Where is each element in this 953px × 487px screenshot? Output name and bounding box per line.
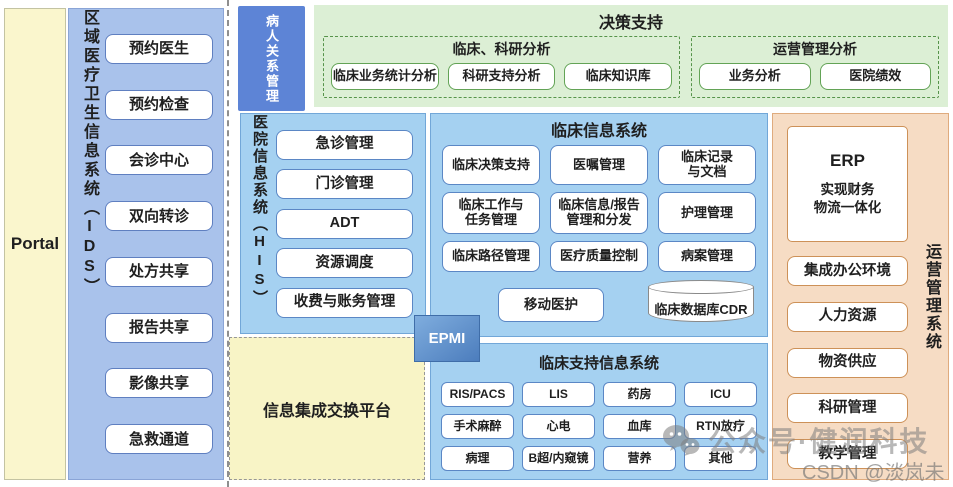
- cylinder-top: [648, 280, 754, 294]
- integration-platform-panel: 信息集成交换平台: [229, 337, 425, 480]
- button-consult-center[interactable]: 会诊中心: [105, 145, 213, 176]
- patient-relationship-title: 病人关系管理: [264, 13, 279, 104]
- his-button-column: 急诊管理 门诊管理 ADT 资源调度 收费与账务管理: [270, 114, 425, 333]
- button-resource-scheduling[interactable]: 资源调度: [276, 248, 413, 278]
- operation-analysis-group: 运营管理分析 业务分析 医院绩效: [691, 36, 939, 98]
- button-emergency-channel[interactable]: 急救通道: [105, 424, 213, 455]
- button-research-mgmt[interactable]: 科研管理: [787, 393, 908, 424]
- clinical-support-grid: RIS/PACS LIS 药房 ICU 手术麻醉 心电 血库 RTN放疗 病理 …: [441, 382, 757, 471]
- button-billing-accounting[interactable]: 收费与账务管理: [276, 287, 413, 318]
- ids-title: 区域医疗卫生信息系统（IDS）: [81, 9, 98, 297]
- button-order-mgmt[interactable]: 医嘱管理: [550, 145, 648, 185]
- his-panel: 医院信息系统（HIS） 急诊管理 门诊管理 ADT 资源调度 收费与账务管理: [240, 113, 426, 334]
- button-outpatient-mgmt[interactable]: 门诊管理: [276, 169, 413, 199]
- button-surgery-anesthesia[interactable]: 手术麻醉: [441, 414, 514, 439]
- operations-button-column: 集成办公环境 人力资源 物资供应 科研管理 教学管理: [787, 256, 908, 469]
- button-adt[interactable]: ADT: [276, 208, 413, 239]
- clinical-info-system-title: 临床信息系统: [550, 123, 647, 140]
- clinical-support-panel: 临床支持信息系统 RIS/PACS LIS 药房 ICU 手术麻醉 心电 血库 …: [430, 343, 768, 480]
- button-research-support-analysis[interactable]: 科研支持分析: [447, 63, 556, 90]
- integration-platform-title: 信息集成交换平台: [262, 402, 391, 420]
- clinical-info-bottom-row: 移动医护 临床数据库CDR: [442, 280, 756, 322]
- patient-relationship-panel: 病人关系管理: [238, 6, 305, 111]
- button-ris-pacs[interactable]: RIS/PACS: [441, 382, 514, 407]
- clinical-info-grid: 临床决策支持 医嘱管理 临床记录 与文档 临床工作与 任务管理 临床信息/报告 …: [442, 145, 756, 272]
- button-clinical-work-task-mgmt[interactable]: 临床工作与 任务管理: [442, 192, 540, 234]
- clinical-research-analysis-title: 临床、科研分析: [452, 41, 551, 57]
- button-icu[interactable]: ICU: [684, 382, 757, 407]
- cdr-label: 临床数据库CDR: [654, 302, 748, 317]
- portal-label: Portal: [10, 234, 60, 253]
- ids-panel: 区域医疗卫生信息系统（IDS） 预约医生 预约检查 会诊中心 双向转诊 处方共享…: [68, 8, 224, 480]
- operation-analysis-title: 运营管理分析: [773, 41, 857, 57]
- button-human-resources[interactable]: 人力资源: [787, 301, 908, 332]
- button-material-supply[interactable]: 物资供应: [787, 347, 908, 378]
- button-clinical-info-report-dispatch[interactable]: 临床信息/报告 管理和分发: [550, 192, 648, 234]
- button-mobile-care[interactable]: 移动医护: [498, 288, 604, 322]
- button-hospital-performance[interactable]: 医院绩效: [819, 63, 932, 90]
- button-ultrasound-endoscope[interactable]: B超/内窥镜: [522, 446, 595, 471]
- button-teaching-mgmt[interactable]: 教学管理: [787, 439, 908, 469]
- clinical-info-system-panel: 临床信息系统 临床决策支持 医嘱管理 临床记录 与文档 临床工作与 任务管理 临…: [430, 113, 768, 337]
- button-medical-quality-control[interactable]: 医疗质量控制: [550, 241, 648, 272]
- erp-title: ERP: [830, 151, 865, 171]
- button-book-exam[interactable]: 预约检查: [105, 89, 213, 120]
- button-clinical-business-stats[interactable]: 临床业务统计分析: [331, 63, 439, 90]
- button-others[interactable]: 其他: [684, 446, 757, 471]
- epmi-badge: EPMI: [414, 315, 480, 362]
- cdr-database-icon[interactable]: 临床数据库CDR: [648, 280, 754, 322]
- button-medical-record-mgmt[interactable]: 病案管理: [658, 241, 756, 272]
- decision-groups: 临床、科研分析 临床业务统计分析 科研支持分析 临床知识库 运营管理分析 业务分…: [323, 36, 939, 98]
- decision-support-title: 决策支持: [598, 15, 663, 32]
- button-blood-bank[interactable]: 血库: [603, 414, 676, 439]
- button-report-sharing[interactable]: 报告共享: [105, 312, 213, 343]
- button-integrated-office[interactable]: 集成办公环境: [787, 256, 908, 286]
- button-nursing-mgmt[interactable]: 护理管理: [658, 192, 756, 234]
- button-lis[interactable]: LIS: [522, 382, 595, 407]
- dashed-divider: [227, 0, 229, 487]
- operations-content-column: ERP 实现财务 物流一体化 集成办公环境 人力资源 物资供应 科研管理 教学管…: [773, 114, 914, 479]
- button-pharmacy[interactable]: 药房: [603, 382, 676, 407]
- button-emergency-mgmt[interactable]: 急诊管理: [276, 129, 413, 160]
- decision-support-panel: 决策支持 临床、科研分析 临床业务统计分析 科研支持分析 临床知识库 运营管理分…: [314, 5, 948, 107]
- button-pathology[interactable]: 病理: [441, 446, 514, 471]
- button-two-way-referral[interactable]: 双向转诊: [105, 201, 213, 232]
- button-clinical-records-docs[interactable]: 临床记录 与文档: [658, 145, 756, 185]
- his-title: 医院信息系统（HIS）: [251, 114, 268, 307]
- button-clinical-knowledge-base[interactable]: 临床知识库: [564, 63, 673, 90]
- button-prescription-sharing[interactable]: 处方共享: [105, 256, 213, 287]
- button-clinical-pathway-mgmt[interactable]: 临床路径管理: [442, 241, 540, 272]
- clinical-research-analysis-group: 临床、科研分析 临床业务统计分析 科研支持分析 临床知识库: [323, 36, 681, 98]
- button-nutrition[interactable]: 营养: [603, 446, 676, 471]
- operations-mgmt-title: 运营管理系统: [923, 242, 940, 351]
- portal-panel: Portal: [4, 8, 66, 480]
- clinical-support-title: 临床支持信息系统: [538, 355, 659, 372]
- erp-subtitle: 实现财务 物流一体化: [813, 182, 882, 215]
- erp-box[interactable]: ERP 实现财务 物流一体化: [787, 126, 908, 242]
- button-ecg[interactable]: 心电: [522, 414, 595, 439]
- button-book-doctor[interactable]: 预约医生: [105, 33, 213, 64]
- button-rtn-radiotherapy[interactable]: RTN放疗: [684, 414, 757, 439]
- button-business-analysis[interactable]: 业务分析: [699, 63, 811, 90]
- button-clinical-decision-support[interactable]: 临床决策支持: [442, 145, 540, 185]
- epmi-label: EPMI: [428, 330, 466, 347]
- operations-mgmt-panel: ERP 实现财务 物流一体化 集成办公环境 人力资源 物资供应 科研管理 教学管…: [772, 113, 949, 480]
- ids-button-column: 预约医生 预约检查 会诊中心 双向转诊 处方共享 报告共享 影像共享 急救通道: [101, 9, 223, 479]
- button-image-sharing[interactable]: 影像共享: [105, 368, 213, 399]
